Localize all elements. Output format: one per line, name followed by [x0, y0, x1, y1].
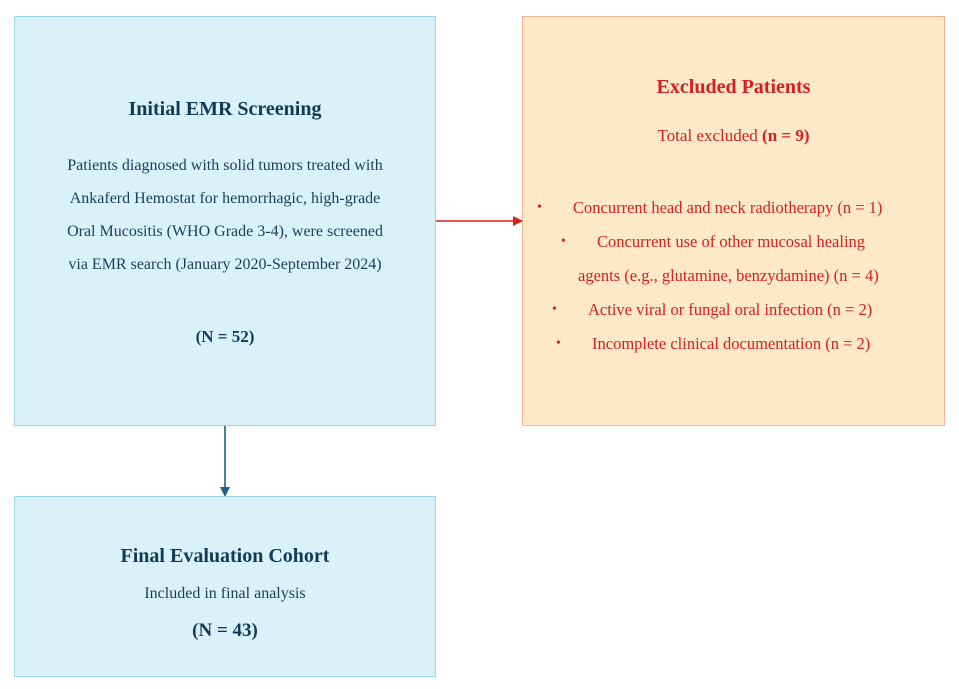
description-line: Patients diagnosed with solid tumors tre…: [67, 157, 383, 174]
criterion-text: Active viral or fungal oral infection (n…: [588, 300, 873, 319]
bullet-icon: •: [561, 234, 566, 249]
initial-screening-description: Patients diagnosed with solid tumors tre…: [15, 149, 435, 281]
excluded-patients-title: Excluded Patients: [656, 76, 811, 98]
exclusion-criterion: • Incomplete clinical documentation (n =…: [523, 327, 944, 361]
bullet-icon: •: [537, 200, 542, 215]
exclusion-criterion: • Concurrent head and neck radiotherapy …: [523, 191, 944, 225]
criterion-text: agents (e.g., glutamine, benzydamine) (n…: [578, 266, 879, 285]
bullet-icon: •: [556, 336, 561, 351]
excluded-total-label: Total excluded: [657, 126, 763, 145]
excluded-total: Total excluded (n = 9): [523, 126, 944, 146]
exclusion-criteria-list: • Concurrent head and neck radiotherapy …: [523, 191, 944, 361]
description-line: via EMR search (January 2020-September 2…: [68, 256, 382, 273]
exclusion-criterion: • Active viral or fungal oral infection …: [523, 293, 944, 327]
excluded-total-count: (n = 9): [762, 126, 810, 145]
criterion-text: Concurrent use of other mucosal healing: [597, 232, 866, 251]
final-cohort-subtitle: Included in final analysis: [144, 585, 306, 602]
description-line: Oral Mucositis (WHO Grade 3-4), were scr…: [67, 223, 383, 240]
criterion-text: Incomplete clinical documentation (n = 2…: [592, 334, 871, 353]
final-cohort-count: (N = 43): [192, 620, 258, 641]
bullet-icon: •: [552, 302, 557, 317]
initial-screening-box: Initial EMR Screening Patients diagnosed…: [14, 16, 436, 426]
final-cohort-title: Final Evaluation Cohort: [120, 545, 330, 567]
criterion-text: Concurrent head and neck radiotherapy (n…: [573, 198, 883, 217]
initial-screening-title: Initial EMR Screening: [128, 98, 322, 120]
initial-screening-count: (N = 52): [195, 327, 255, 346]
final-cohort-box: Final Evaluation Cohort Included in fina…: [14, 496, 436, 677]
exclusion-criterion: • Concurrent use of other mucosal healin…: [523, 225, 944, 259]
exclusion-criterion-continued: agents (e.g., glutamine, benzydamine) (n…: [523, 259, 944, 293]
description-line: Ankaferd Hemostat for hemorrhagic, high-…: [69, 190, 381, 207]
excluded-patients-box: Excluded Patients Total excluded (n = 9)…: [522, 16, 945, 426]
